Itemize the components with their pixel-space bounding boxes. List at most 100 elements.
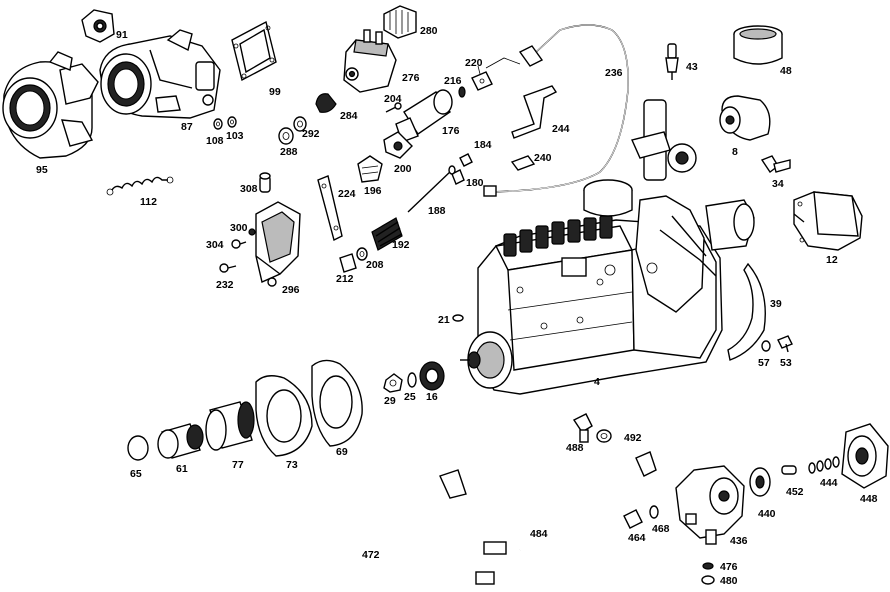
label-part-108: 108 [206,135,224,147]
part-192-spring [371,217,403,251]
part-61-sleeve [157,423,204,459]
part-220-fitting [471,71,493,91]
label-part-488: 488 [566,442,584,454]
label-part-112: 112 [140,196,157,208]
label-part-8: 8 [732,146,738,158]
part-436-feed-pump [675,465,745,545]
label-part-240: 240 [534,152,552,164]
part-212-block [339,253,357,273]
part-292-ring [293,116,307,132]
label-part-220: 220 [465,57,483,69]
part-204-screw [385,102,402,113]
label-part-69: 69 [336,446,348,458]
label-part-200: 200 [394,163,412,175]
part-236-pipe [483,24,629,197]
label-part-212: 212 [336,273,354,285]
label-part-452: 452 [786,486,804,498]
label-part-21: 21 [438,314,450,326]
part-95-intake-duct [2,51,99,159]
part-308-pin [259,172,271,193]
label-part-29: 29 [384,395,396,407]
part-224-strip [317,175,343,242]
label-part-468: 468 [652,523,670,535]
part-480-nut [701,575,715,585]
label-part-103: 103 [226,130,244,142]
part-8-cylinder [719,95,771,141]
part-196-plug [357,155,383,183]
label-part-25: 25 [404,391,416,403]
label-part-464: 464 [628,532,646,544]
label-part-180: 180 [466,177,484,189]
part-276-solenoid [343,29,397,93]
part-184-plug [459,153,473,167]
part-288-ring [278,127,294,145]
label-part-204: 204 [384,93,402,105]
part-232-screw [219,263,237,273]
label-part-276: 276 [402,72,420,84]
part-468-washer [649,505,659,519]
part-472-hose [384,469,495,585]
part-440-disc [749,467,771,497]
part-216-ring [458,86,466,98]
label-part-34: 34 [772,178,784,190]
label-part-232: 232 [216,279,234,291]
part-69-gasket [311,359,363,447]
label-part-304: 304 [206,239,224,251]
part-300-screw [248,228,256,236]
label-part-244: 244 [552,123,570,135]
label-part-57: 57 [758,357,770,369]
label-part-224: 224 [338,188,356,200]
part-240-clip [510,155,536,171]
label-part-436: 436 [730,535,748,547]
label-part-16: 16 [426,391,438,403]
label-part-176: 176 [442,125,460,137]
label-part-292: 292 [302,128,320,140]
part-34-bolt [760,155,791,174]
part-57-washer [761,340,771,352]
label-part-480: 480 [720,575,738,587]
part-176-tube [395,89,453,143]
part-488-bolt [572,413,593,443]
part-4-pump-body [460,99,755,395]
label-part-192: 192 [392,239,410,251]
part-99-gasket [231,20,277,82]
part-188-rod [407,165,456,213]
label-part-95: 95 [36,164,48,176]
label-part-99: 99 [269,86,281,98]
label-part-288: 288 [280,146,298,158]
part-12-actuator [793,191,863,251]
part-244-bracket [511,85,558,139]
label-part-208: 208 [366,259,384,271]
label-part-77: 77 [232,459,244,471]
part-65-circlip [127,435,149,461]
part-87-throttle-housing [99,29,221,119]
part-53-bolt [777,335,793,353]
leader-lines [477,65,481,75]
part-200-housing [383,131,413,159]
part-448-flange [841,423,889,489]
part-208-nut [356,247,368,261]
label-part-308: 308 [240,183,258,195]
label-part-440: 440 [758,508,776,520]
part-180-nut [451,169,465,185]
label-part-300: 300 [230,222,248,234]
part-73-gasket [255,375,313,457]
label-part-448: 448 [860,493,878,505]
part-16-gear [419,361,445,391]
part-21-pin [452,314,464,322]
label-part-184: 184 [474,139,492,151]
label-part-53: 53 [780,357,792,369]
label-part-296: 296 [282,284,300,296]
part-77-sleeve [205,401,255,451]
label-part-444: 444 [820,477,838,489]
label-part-39: 39 [770,298,782,310]
part-464-fitting [623,509,643,529]
part-39-plate [727,262,766,361]
part-484-hose [483,451,657,555]
part-280-connector [383,5,417,39]
label-part-196: 196 [364,185,382,197]
label-part-236: 236 [605,67,623,79]
label-part-12: 12 [826,254,838,266]
part-452-pin [781,465,797,475]
